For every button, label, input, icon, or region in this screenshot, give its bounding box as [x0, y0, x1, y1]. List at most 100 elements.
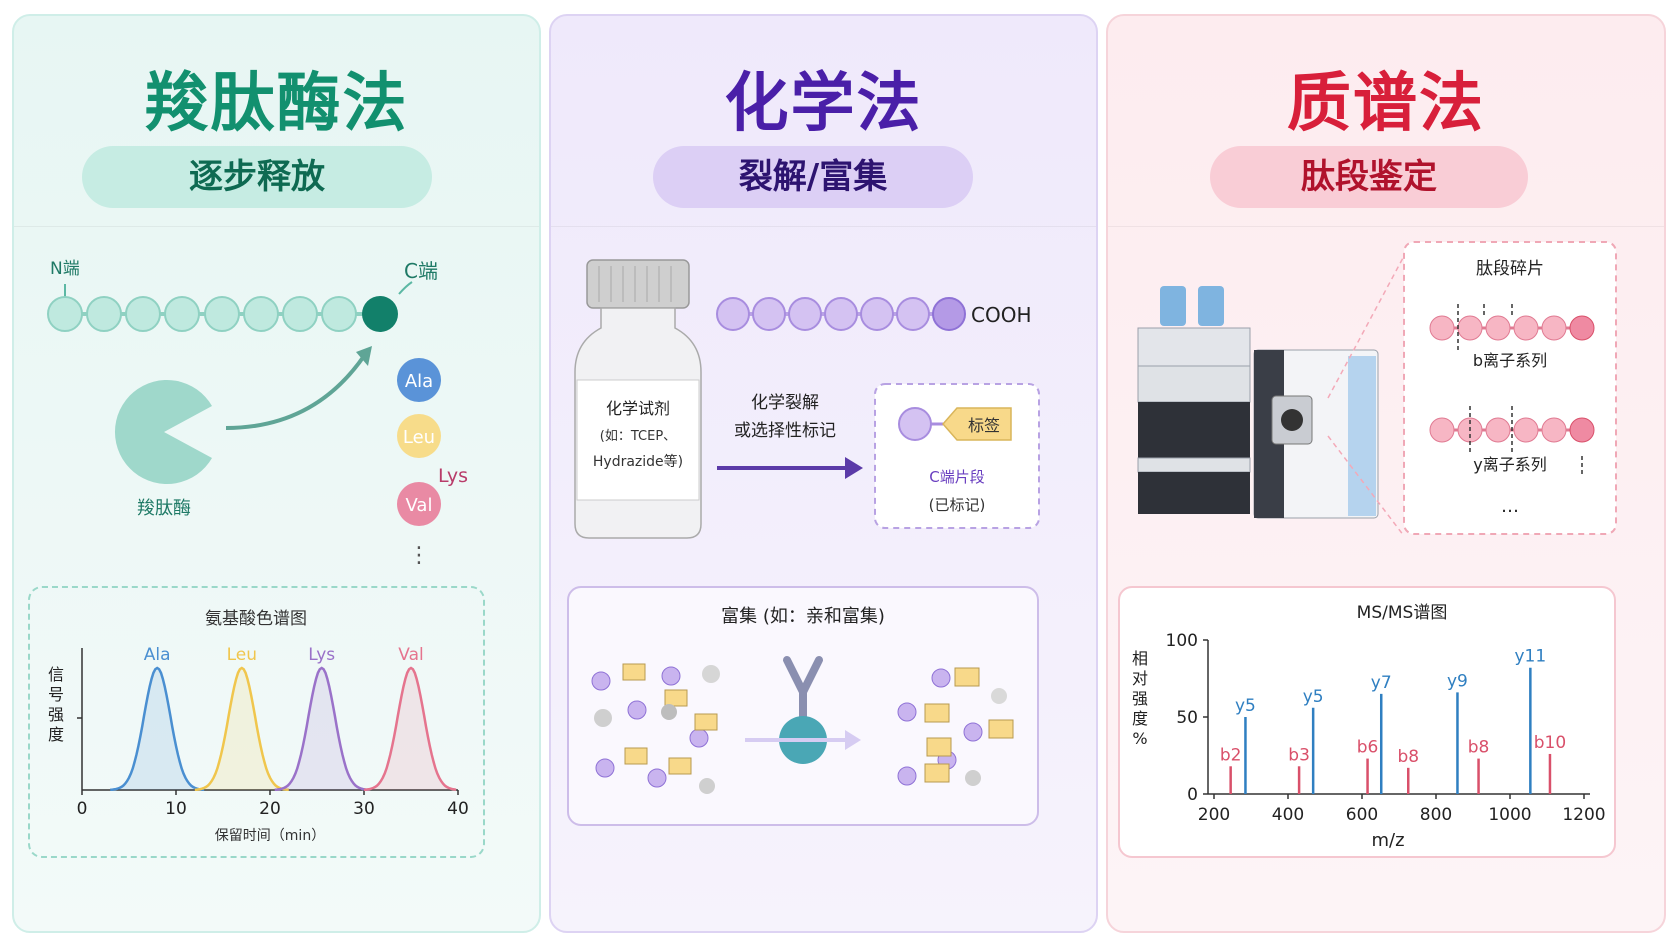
x-tick-label: 1000 — [1488, 805, 1531, 825]
residue — [860, 297, 894, 331]
panel-title: 质谱法 — [1287, 67, 1485, 141]
enrichment-illustration: 富集 (如：亲和富集) — [591, 606, 1014, 794]
enriched-peptides — [897, 667, 1014, 786]
enzyme-illustration: N端 C端 羧肽酶 Ala Leu Lys Val ⋮ — [47, 259, 468, 568]
amino-acid-lys-label: Lys — [438, 465, 468, 487]
fragment-label: (已标记) — [929, 496, 986, 514]
residue — [282, 296, 318, 332]
divider — [551, 226, 1096, 227]
arrow-head — [356, 346, 372, 366]
y-fragment-chain — [1429, 417, 1595, 443]
residue — [752, 297, 786, 331]
y-label-char: 对 — [1132, 669, 1148, 688]
peak-label: b10 — [1534, 733, 1566, 753]
panel-subtitle: 肽段鉴定 — [1210, 146, 1528, 208]
carboxypeptidase-icon — [114, 379, 212, 484]
callout-line — [1327, 435, 1405, 537]
residue — [47, 296, 83, 332]
divider — [14, 226, 539, 227]
bottle-label: 化学试剂 — [606, 399, 670, 418]
residue — [898, 407, 932, 441]
chart-title: 氨基酸色谱图 — [205, 609, 307, 629]
tag-icon — [942, 407, 1012, 441]
y-label-char: 度 — [1132, 709, 1148, 728]
peak-label: Lys — [308, 645, 335, 665]
x-tick-label: 400 — [1272, 805, 1304, 825]
y-label-char: 强 — [1132, 689, 1148, 708]
enrichment-box: 富集 (如：亲和富集) — [567, 586, 1039, 826]
x-tick-label: 30 — [353, 799, 375, 819]
peak-label: b3 — [1288, 745, 1310, 765]
x-tick-label: 1200 — [1562, 805, 1605, 825]
fragments-title: 肽段碎片 — [1476, 259, 1544, 279]
divider — [1108, 226, 1664, 227]
peak-label: b6 — [1357, 738, 1379, 758]
panel-subtitle: 裂解/富集 — [653, 146, 973, 208]
peak-fill — [110, 668, 205, 790]
peak-label: b8 — [1468, 738, 1490, 758]
residue — [86, 296, 122, 332]
peak-label: y7 — [1371, 673, 1392, 693]
amino-acid-label: Ala — [405, 371, 433, 392]
peptide-mixture — [591, 663, 720, 794]
y-tick-label: 0 — [1187, 785, 1198, 805]
more-ellipsis: … — [1501, 496, 1519, 517]
fragments-box — [1403, 241, 1617, 535]
residue — [788, 297, 822, 331]
peptide-chain — [716, 297, 966, 331]
y-label-char: 号 — [48, 685, 64, 704]
y-tick-label: 50 — [1176, 708, 1198, 728]
peak-label: b8 — [1397, 747, 1419, 767]
arrow-label: 或选择性标记 — [734, 421, 836, 441]
residue — [716, 297, 750, 331]
x-tick-label: 40 — [447, 799, 469, 819]
chromatogram-peak — [274, 666, 369, 792]
peak-label: Leu — [227, 645, 257, 665]
enrichment-title: 富集 (如：亲和富集) — [721, 606, 885, 627]
peptide-chain — [47, 296, 398, 332]
peak-label: Ala — [144, 645, 171, 665]
x-tick-label: 600 — [1346, 805, 1378, 825]
amino-acid-label: Val — [406, 495, 433, 516]
residue — [824, 297, 858, 331]
chemical-panel: 化学法 裂解/富集 化学试剂 (如：TCEP、 Hydrazide等) COOH — [549, 14, 1098, 933]
y-label-char: % — [1132, 729, 1147, 748]
x-axis-label: 保留时间（min） — [215, 828, 325, 844]
x-tick-label: 10 — [165, 799, 187, 819]
bottle-label: Hydrazide等) — [593, 453, 683, 470]
arrow-head — [845, 730, 861, 750]
ms-illustration: 肽段碎片 b离子系列 y离子系列 … — [1137, 241, 1617, 537]
n-term-label: N端 — [50, 259, 80, 279]
arrow-head — [845, 457, 863, 479]
peak-fill — [194, 668, 289, 790]
more-ellipsis: ⋮ — [408, 543, 430, 568]
y-series-label: y离子系列 — [1473, 455, 1546, 474]
chromatogram-peak — [194, 666, 289, 792]
y-label-char: 相 — [1132, 649, 1148, 668]
b-series-label: b离子系列 — [1473, 351, 1547, 370]
y-label-char: 强 — [48, 705, 64, 724]
panel-subtitle: 逐步释放 — [82, 146, 432, 208]
chromatogram-peak — [363, 666, 457, 792]
peak-label: y5 — [1303, 687, 1324, 707]
x-tick-label: 200 — [1198, 805, 1230, 825]
c-term-label: C端 — [404, 259, 438, 283]
enzyme-label: 羧肽酶 — [137, 498, 191, 519]
tag-label: 标签 — [968, 416, 1000, 435]
amino-acid-leu — [397, 414, 441, 458]
reagent-bottle-icon — [574, 259, 702, 539]
panel-title: 羧肽酶法 — [144, 67, 409, 141]
bottle-label: (如：TCEP、 — [600, 428, 676, 444]
cooh-label: COOH — [971, 303, 1032, 327]
x-tick-label: 20 — [259, 799, 281, 819]
c-terminal-residue — [362, 296, 398, 332]
chart-title: MS/MS谱图 — [1357, 603, 1448, 623]
y-label-char: 信 — [48, 665, 64, 684]
chemical-illustration: 化学试剂 (如：TCEP、 Hydrazide等) COOH 化学裂解 或选择性… — [574, 259, 1040, 539]
arrow-label: 化学裂解 — [751, 393, 819, 413]
